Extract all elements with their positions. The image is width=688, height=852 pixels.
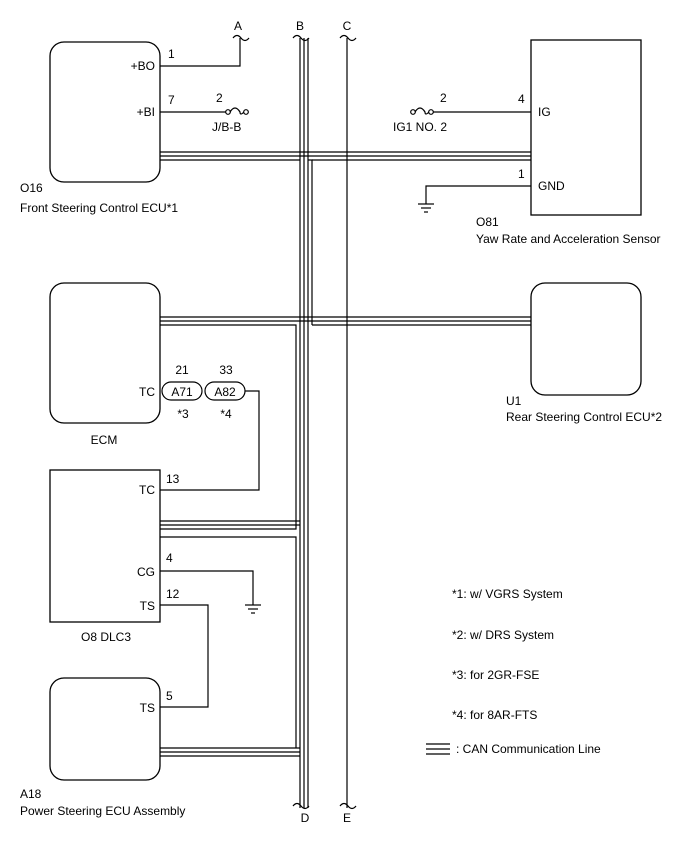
can-line-bottom — [160, 536, 300, 757]
front-ecu-fuse-number: 2 — [216, 91, 223, 105]
front-ecu-code: O16 — [20, 181, 43, 195]
front-ecu-pin-bi: +BI — [137, 105, 155, 119]
ps-ecu-pin-ts: TS — [140, 701, 155, 715]
ground-icon — [418, 203, 434, 213]
ecm-box — [49, 282, 161, 424]
wire-gnd — [425, 185, 531, 204]
yaw-sensor-name: Yaw Rate and Acceleration Sensor — [476, 232, 661, 246]
yaw-pin-ig-number: 4 — [518, 92, 525, 106]
dlc3-pin-ts-number: 12 — [166, 587, 180, 601]
yaw-pin-ig: IG — [538, 105, 551, 119]
wire-cg-ground — [160, 570, 254, 605]
ground-icon — [245, 604, 261, 614]
wire-bo-to-a — [160, 38, 241, 67]
bus-b-lines — [299, 38, 309, 808]
rear-ecu-name: Rear Steering Control ECU*2 — [506, 410, 662, 424]
bus-label-b: B — [296, 19, 304, 33]
connector-a82-label: A82 — [214, 385, 236, 399]
connector-a71 — [161, 381, 203, 401]
note-3: *3: for 2GR-FSE — [452, 668, 539, 682]
yaw-pin-gnd: GND — [538, 179, 565, 193]
fuse-icon — [410, 107, 434, 115]
bus-label-e: E — [343, 811, 351, 825]
connector-a71-pin: 21 — [175, 363, 189, 377]
front-ecu-pin-bo-number: 1 — [168, 47, 175, 61]
yaw-fuse-name: IG1 NO. 2 — [393, 120, 447, 134]
bus-break-marks — [232, 34, 357, 810]
rear-steering-ecu-box — [530, 282, 642, 396]
front-ecu-pin-bi-number: 7 — [168, 93, 175, 107]
can-line-top — [160, 151, 531, 325]
dlc3-pin-tc-number: 13 — [166, 472, 180, 486]
dlc3-pin-ts: TS — [140, 599, 155, 613]
note-1: *1: w/ VGRS System — [452, 587, 563, 601]
ecm-name: ECM — [91, 433, 118, 447]
fuse-icon — [225, 107, 249, 115]
front-ecu-fuse-name: J/B-B — [212, 120, 241, 134]
connector-a71-label: A71 — [171, 385, 193, 399]
dlc3-name: O8 DLC3 — [81, 630, 131, 644]
ps-ecu-code: A18 — [20, 787, 42, 801]
yaw-fuse-number: 2 — [440, 91, 447, 105]
wire-ecm-tc-to-dlc3 — [160, 390, 260, 491]
can-line-middle — [160, 316, 531, 530]
ps-ecu-name: Power Steering ECU Assembly — [20, 804, 185, 818]
connector-a82-pin: 33 — [219, 363, 233, 377]
dlc3-pin-tc: TC — [139, 483, 155, 497]
dlc3-box — [49, 469, 161, 623]
note-4: *4: for 8AR-FTS — [452, 708, 537, 722]
wire-ts-to-ps-ecu — [160, 604, 209, 708]
bus-label-c: C — [343, 19, 352, 33]
front-ecu-pin-bo: +BO — [131, 59, 155, 73]
bus-label-d: D — [301, 811, 310, 825]
rear-ecu-code: U1 — [506, 394, 522, 408]
front-ecu-name: Front Steering Control ECU*1 — [20, 201, 178, 215]
yaw-sensor-code: O81 — [476, 215, 499, 229]
ecm-pin-tc: TC — [139, 385, 155, 399]
connector-a82-note: *4 — [220, 407, 232, 421]
can-legend-icon — [426, 743, 450, 755]
note-2: *2: w/ DRS System — [452, 628, 554, 642]
yaw-rate-sensor-box — [530, 39, 642, 216]
ps-ecu-pin-ts-number: 5 — [166, 689, 173, 703]
dlc3-pin-cg-number: 4 — [166, 551, 173, 565]
bus-label-a: A — [234, 19, 242, 33]
yaw-pin-gnd-number: 1 — [518, 167, 525, 181]
power-steering-ecu-box — [49, 677, 161, 781]
dlc3-pin-cg: CG — [137, 565, 155, 579]
can-legend-label: : CAN Communication Line — [456, 742, 601, 756]
connector-a71-note: *3 — [177, 407, 189, 421]
